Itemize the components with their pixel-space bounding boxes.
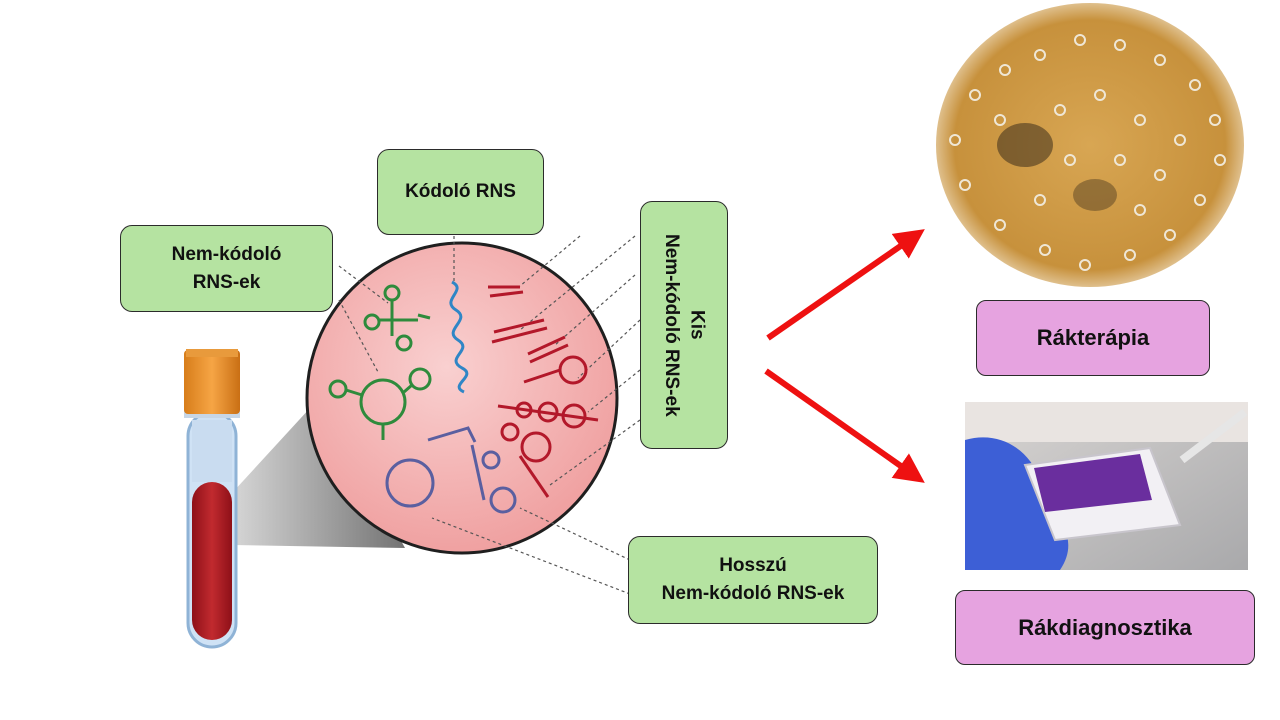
label-small-ncrna: Kis Nem-kódoló RNS-ek (640, 201, 728, 449)
label-long-ncrna: Hosszú Nem-kódoló RNS-ek (628, 536, 878, 624)
label-noncoding-rna: Nem-kódoló RNS-ek (120, 225, 333, 312)
arrow-to-therapy (766, 229, 925, 341)
label-coding-rna: Kódoló RNS (377, 149, 544, 235)
lab-plate-photo-image (965, 402, 1248, 570)
blood-tube-icon (184, 349, 240, 649)
outcome-diagnostics: Rákdiagnosztika (955, 590, 1255, 665)
cancer-cells-microscopy-image (936, 3, 1244, 287)
coding-rna-icon (449, 280, 469, 394)
outcome-therapy: Rákterápia (976, 300, 1210, 376)
long-ncrna-icon (385, 426, 517, 514)
label-small-ncrna-text: Kis Nem-kódoló RNS-ek (661, 233, 708, 417)
rna-magnified-circle (305, 241, 619, 555)
arrow-to-diagnostics (764, 368, 925, 483)
noncoding-rna-green-icon (328, 284, 432, 440)
leader-lines (338, 235, 641, 595)
small-ncrna-icon (488, 285, 599, 498)
